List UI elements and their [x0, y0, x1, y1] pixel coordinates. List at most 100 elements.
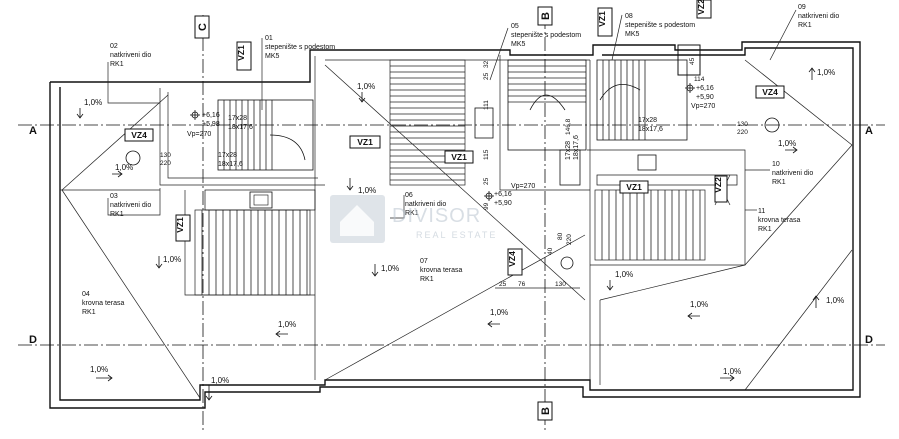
svg-text:RK1: RK1 [110, 61, 124, 68]
svg-text:VZ1: VZ1 [236, 45, 246, 61]
dimensions: 130 220 130 220 114 45 25 32 111 115 25 … [160, 57, 748, 288]
svg-text:76: 76 [518, 281, 526, 288]
vz1-tag-center-2: VZ1 [444, 150, 474, 164]
axis-label-a-left: A [29, 125, 37, 137]
svg-text:krovna terasa: krovna terasa [758, 217, 801, 224]
svg-text:+5,90: +5,90 [696, 94, 714, 101]
arrow-right-icon [720, 374, 735, 382]
svg-text:VZ4: VZ4 [131, 130, 147, 140]
axis-marker-b-top: B [537, 6, 553, 26]
slope-arrow: 1,0% [275, 320, 296, 338]
grid-axes [18, 15, 885, 432]
svg-text:1,0%: 1,0% [690, 300, 708, 309]
arrow-left-icon [275, 330, 288, 338]
slope-arrow: 1,0% [606, 270, 633, 291]
stair-run-mid [507, 59, 587, 151]
vz4-tag-right: VZ4 [755, 85, 785, 99]
svg-text:Vp=270: Vp=270 [511, 183, 535, 190]
arrow-down-icon [76, 108, 84, 119]
svg-text:17x28: 17x28 [228, 115, 247, 122]
axis-marker-b-bottom: B [537, 401, 553, 421]
room-label-09: 09 natkriveni dio RK1 [798, 4, 839, 29]
svg-text:MK5: MK5 [265, 53, 280, 60]
axis-label-b-top: B [540, 12, 552, 20]
arrow-up-icon [808, 67, 816, 80]
room-label-11: 11 krovna terasa RK1 [758, 208, 801, 233]
svg-text:MK5: MK5 [511, 41, 526, 48]
vz2-tag-top: VZ2 [696, 0, 712, 19]
arrow-down-icon [606, 280, 614, 291]
svg-text:VZ1: VZ1 [175, 217, 185, 233]
svg-text:130: 130 [160, 152, 171, 159]
svg-text:VZ4: VZ4 [762, 87, 778, 97]
vz4-tag-bottom: VZ4 [507, 248, 523, 276]
vz2-tag-right: VZ2 [713, 175, 728, 203]
room-label-08: 08 stepenište s podestom MK5 [625, 13, 695, 38]
arrow-down-icon [371, 264, 379, 277]
stair-hatching-right [594, 189, 706, 261]
svg-text:80: 80 [557, 232, 564, 240]
drain-icon [764, 117, 780, 133]
axis-label-a-right: A [865, 125, 873, 137]
svg-text:04: 04 [82, 291, 90, 298]
svg-text:RK1: RK1 [420, 276, 434, 283]
svg-text:DIVISOR: DIVISOR [392, 205, 481, 227]
svg-text:Vp=270: Vp=270 [691, 103, 715, 110]
svg-text:VZ1: VZ1 [451, 152, 467, 162]
slope-arrow: 1,0% [155, 255, 181, 269]
slope-arrow: 1,0% [487, 308, 508, 328]
svg-text:1,0%: 1,0% [358, 186, 376, 195]
svg-text:09: 09 [798, 4, 806, 11]
brand-watermark: DIVISOR REAL ESTATE [330, 195, 497, 243]
svg-text:1,0%: 1,0% [381, 264, 399, 273]
arrow-down-icon [358, 92, 366, 103]
leader-lines [107, 9, 797, 289]
svg-text:1,0%: 1,0% [615, 270, 633, 279]
svg-text:11: 11 [758, 208, 765, 215]
vz1-tag-top-right: VZ1 [597, 7, 613, 37]
svg-text:1,0%: 1,0% [278, 320, 296, 329]
arrow-right-icon [96, 374, 113, 382]
svg-text:krovna terasa: krovna terasa [82, 300, 125, 307]
svg-text:RK1: RK1 [798, 22, 812, 29]
arrow-right-icon [112, 170, 123, 178]
room-label-05: 05 stepenište s podestom MK5 [511, 23, 581, 48]
svg-text:1,0%: 1,0% [357, 82, 375, 91]
svg-text:1,0%: 1,0% [778, 139, 796, 148]
svg-text:18x17,6: 18x17,6 [573, 135, 580, 160]
svg-text:RK1: RK1 [758, 226, 772, 233]
axis-label-d-right: D [865, 334, 873, 346]
stair-run-right [596, 59, 688, 141]
svg-text:03: 03 [110, 193, 118, 200]
fixtures [204, 44, 738, 211]
svg-text:RK1: RK1 [772, 179, 786, 186]
svg-text:VZ2: VZ2 [713, 177, 723, 193]
svg-text:REAL ESTATE: REAL ESTATE [416, 230, 497, 240]
stair-run-left [217, 99, 314, 171]
svg-text:natkriveni dio: natkriveni dio [110, 202, 151, 209]
svg-text:+6,16: +6,16 [202, 112, 220, 119]
svg-text:18x17,6: 18x17,6 [638, 126, 663, 133]
svg-text:18x17,6: 18x17,6 [218, 161, 243, 168]
slope-arrow: 1,0% [76, 98, 102, 119]
vz1-tag-top-left: VZ1 [236, 41, 252, 71]
slope-arrow: 1,0% [720, 367, 741, 382]
vz1-tag-left: VZ1 [175, 214, 191, 242]
svg-text:99: 99 [483, 202, 490, 210]
svg-text:RK1: RK1 [110, 211, 124, 218]
svg-text:VZ2: VZ2 [696, 0, 706, 15]
slope-arrow: 1,0% [205, 376, 229, 401]
axis-label-c-top: C [197, 23, 209, 31]
svg-text:1,0%: 1,0% [826, 296, 844, 305]
svg-text:146,8: 146,8 [565, 118, 572, 135]
drain-icon [125, 150, 141, 166]
svg-text:Vp=270: Vp=270 [187, 131, 211, 138]
arrow-left-icon [487, 320, 500, 328]
slope-arrow: 1,0% [778, 139, 798, 154]
svg-text:stepenište s podestom: stepenište s podestom [625, 22, 695, 29]
arrow-up-icon [812, 295, 820, 308]
svg-text:natkriveni dio: natkriveni dio [405, 201, 446, 208]
svg-text:40: 40 [547, 247, 554, 255]
roof-drains [125, 117, 780, 270]
svg-text:220: 220 [737, 129, 748, 136]
